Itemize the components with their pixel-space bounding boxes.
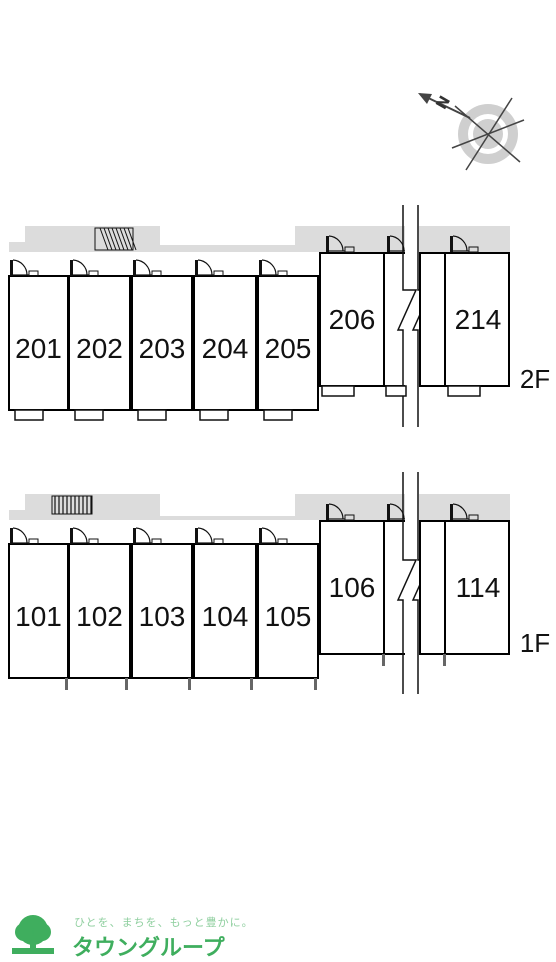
brand-logo: ひとを、まちを、もっと豊かに。 タウングループ [10,910,253,961]
balcony [137,409,167,421]
floor-1f-plan: 101 102 103 104 105 106 114 1F [8,472,550,694]
unit-room [419,520,446,655]
break-gap [405,472,419,694]
north-compass-icon: N [418,93,525,171]
unit-number-label: 105 [265,601,312,632]
balcony [14,409,44,421]
door-swing-icon [70,527,99,545]
door-swing-icon [195,527,224,545]
unit-number-label: 104 [202,601,249,632]
unit-room [383,520,409,655]
balcony [199,409,229,421]
post-marker [443,654,446,666]
floor-label: 2F [520,364,550,394]
unit-room [131,543,193,679]
door-swing-icon [133,259,162,277]
tree-logo-icon [10,910,56,956]
post-marker [314,678,317,690]
stairs-icon [51,495,93,515]
unit-number-label: 214 [455,304,502,335]
door-swing-icon [195,259,224,277]
unit-number-label: 205 [265,333,312,364]
balcony [263,409,293,421]
unit-number-label: 204 [202,333,249,364]
post-marker [250,678,253,690]
post-marker [188,678,191,690]
post-marker [382,654,385,666]
unit-room [257,543,319,679]
unit-number-label: 101 [15,601,62,632]
unit-room [419,252,446,387]
door-swing-icon [70,259,99,277]
floor-2f-plan: 201 202 203 204 205 206 214 2F [8,205,550,427]
unit-room [319,520,385,655]
unit-room [383,252,409,387]
unit-number-label: 103 [139,601,186,632]
floor-label: 1F [520,628,550,658]
corridor [9,226,510,252]
door-swing-icon [450,503,479,521]
unit-number-label: 102 [76,601,123,632]
balcony [74,409,104,421]
door-swing-icon [450,235,479,253]
unit-number-label: 206 [329,304,376,335]
door-swing-icon [259,259,288,277]
door-swing-icon [10,527,39,545]
break-line [396,205,418,427]
unit-room [8,543,69,679]
brand-tagline: ひとを、まちを、もっと豊かに。 [74,916,254,929]
door-swing-icon [133,527,162,545]
unit-number-label: 202 [76,333,123,364]
unit-number-label: 203 [139,333,186,364]
corridor [9,494,510,520]
post-marker [125,678,128,690]
balcony [385,385,407,397]
stairs-icon [94,227,137,251]
unit-room [68,543,131,679]
door-swing-icon [326,503,355,521]
brand-name: タウングループ [72,936,225,961]
break-line [396,472,418,694]
unit-room [257,275,319,411]
door-swing-icon [10,259,39,277]
balcony [447,385,481,397]
break-gap [405,205,419,427]
unit-room [444,252,510,387]
door-swing-icon [259,527,288,545]
post-marker [65,678,68,690]
balcony [321,385,355,397]
unit-number-label: 201 [15,333,62,364]
unit-room [319,252,385,387]
unit-room [444,520,510,655]
door-swing-icon [326,235,355,253]
unit-room [193,543,257,679]
unit-room [131,275,193,411]
unit-number-label: 106 [329,572,376,603]
unit-room [68,275,131,411]
unit-number-label: 114 [456,572,501,603]
